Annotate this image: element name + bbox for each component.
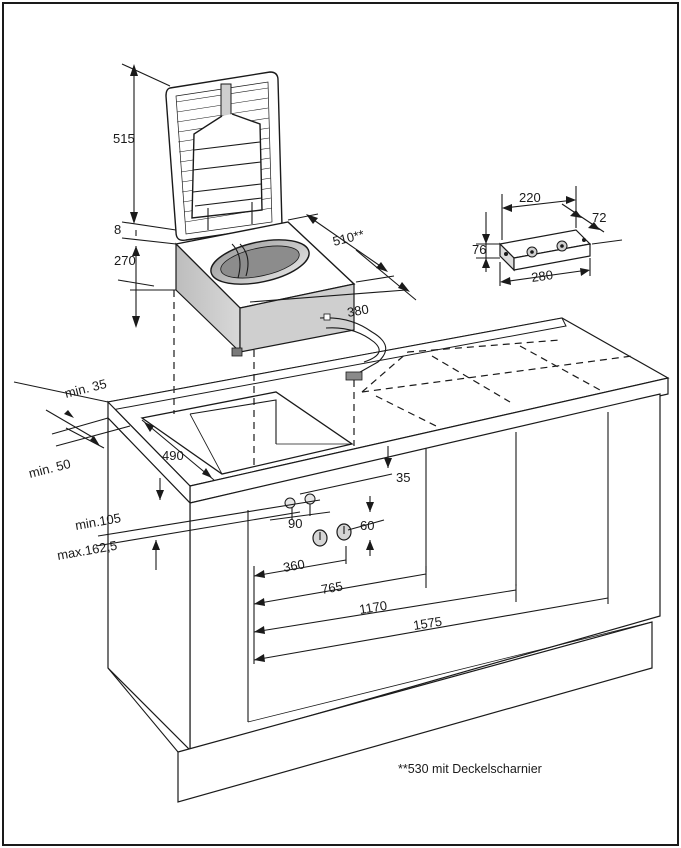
dim-span-1575: 1575 <box>412 614 443 633</box>
dim-unit-depth: 380 <box>346 301 370 320</box>
dim-span-360: 360 <box>282 556 306 575</box>
dim-lid-gap: 8 <box>114 222 121 237</box>
dim-bracket-top: 220 <box>519 190 541 205</box>
footnote: **530 mit Deckelscharnier <box>398 762 542 776</box>
dim-lid-height: 515 <box>113 131 135 146</box>
dim-bracket-depth: 72 <box>592 210 606 225</box>
dim-knob-offset: 35 <box>396 470 410 485</box>
appliance-unit <box>165 71 387 468</box>
dim-min-front: min. 50 <box>27 456 72 481</box>
mounting-bracket <box>498 229 592 272</box>
dim-unit-width: 510** <box>331 227 365 249</box>
dim-basin-depth: 270 <box>114 253 136 268</box>
dim-span-1170: 1170 <box>358 598 388 617</box>
dim-bracket-height: 76 <box>472 242 486 257</box>
dim-cutout: 490 <box>162 448 184 463</box>
dim-span-765: 765 <box>320 578 344 597</box>
dim-knob-spacing: 90 <box>288 516 302 531</box>
dimension-lines <box>13 63 623 664</box>
dim-knob-height: 60 <box>360 518 374 533</box>
cabinet <box>106 317 670 803</box>
dim-bracket-length: 280 <box>530 267 554 285</box>
